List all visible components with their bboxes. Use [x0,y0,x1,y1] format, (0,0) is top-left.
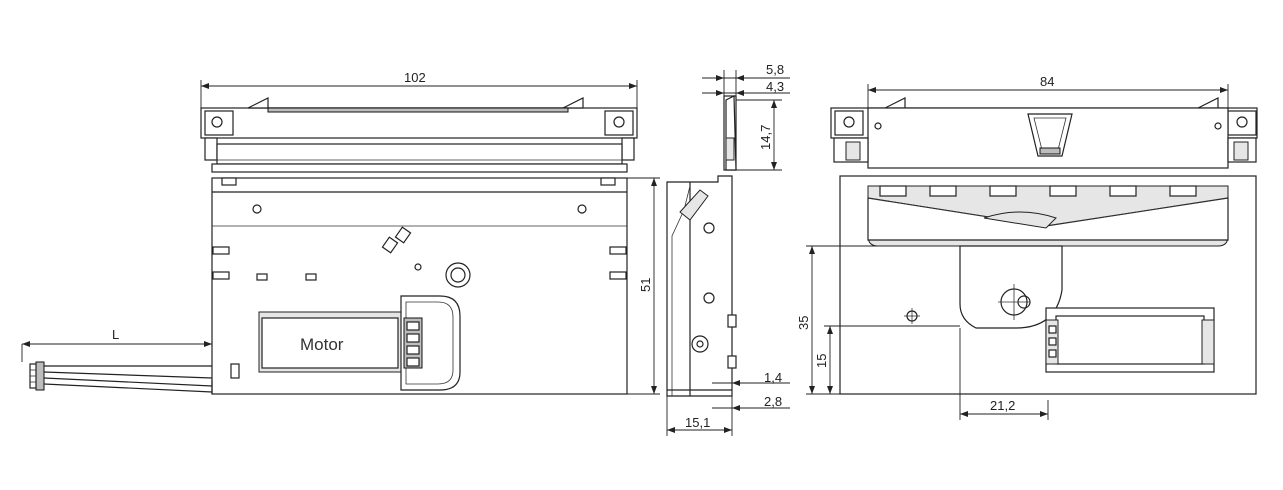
dim-rear-offset: 21,2 [990,398,1015,413]
rear-dimensions: 84 35 15 21,2 [796,74,1229,420]
dim-side-top-height: 14,7 [758,125,773,150]
dim-front-width: 102 [404,70,426,85]
cable [29,361,213,393]
side-view: 5,8 4,3 14,7 1,4 2,8 15,1 [666,62,790,436]
dim-rear-height-b: 15 [814,354,829,368]
side-dimensions: 5,8 4,3 14,7 1,4 2,8 15,1 [666,62,790,436]
motor-block: Motor [258,295,461,391]
dim-rear-height-a: 35 [796,316,811,330]
rear-top-bracket [830,97,1258,169]
rear-view: 84 35 15 21,2 [796,74,1258,420]
dim-cable-length: L [112,327,119,342]
front-top-bracket [200,97,638,173]
dim-side-bottom-b: 2,8 [764,394,782,409]
dim-side-top-a: 5,8 [766,62,784,77]
rear-main-body [839,175,1257,395]
front-view: Motor 102 [21,70,660,395]
front-dimensions: 102 51 L [21,70,660,395]
dim-side-width: 15,1 [685,415,710,430]
dim-side-top-b: 4,3 [766,79,784,94]
dim-rear-width: 84 [1040,74,1054,89]
dim-front-height: 51 [638,278,653,292]
motor-label: Motor [300,335,344,354]
dim-side-bottom-a: 1,4 [764,370,782,385]
